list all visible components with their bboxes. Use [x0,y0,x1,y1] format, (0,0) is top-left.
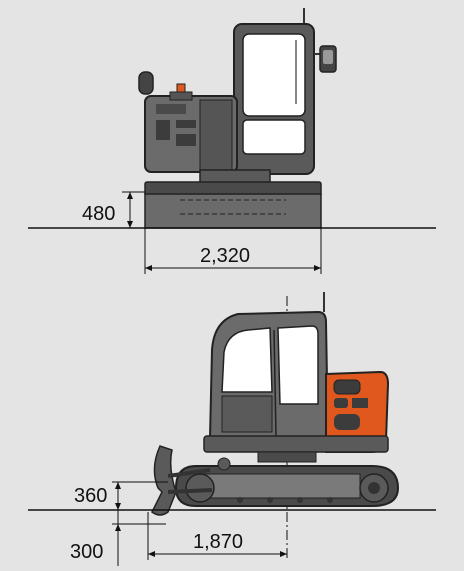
dim-track-height: 480 [82,191,145,228]
front-cab [233,23,315,175]
side-track [174,465,400,507]
front-window [242,33,306,117]
front-view: 480 2,320 [28,8,436,274]
label-track-width: 2,320 [200,245,250,267]
label-blade-depth: 300 [70,541,103,563]
dim-track-width: 2,320 [144,228,322,274]
beacon-icon [138,71,154,95]
idler-wheel [185,473,215,503]
dim-blade-depth: 300 [70,510,166,566]
front-tracks [144,181,322,229]
swing-bearing [257,451,317,463]
dim-blade-lift: 360 [74,481,168,510]
vent-icon [333,379,361,395]
side-cab [208,310,330,442]
label-blade-lift: 360 [74,485,107,507]
side-window-front [221,327,273,393]
front-body [138,71,238,173]
upper-frame [203,435,389,453]
dim-blade-reach: 1,870 [147,512,287,560]
side-window-door [277,325,319,405]
front-mirror [314,45,337,73]
dozer-blade [151,445,231,516]
side-view: 360 300 1,870 [28,292,436,566]
label-track-height: 480 [82,203,115,225]
label-blade-reach: 1,870 [193,531,243,553]
lower-window [242,119,306,155]
